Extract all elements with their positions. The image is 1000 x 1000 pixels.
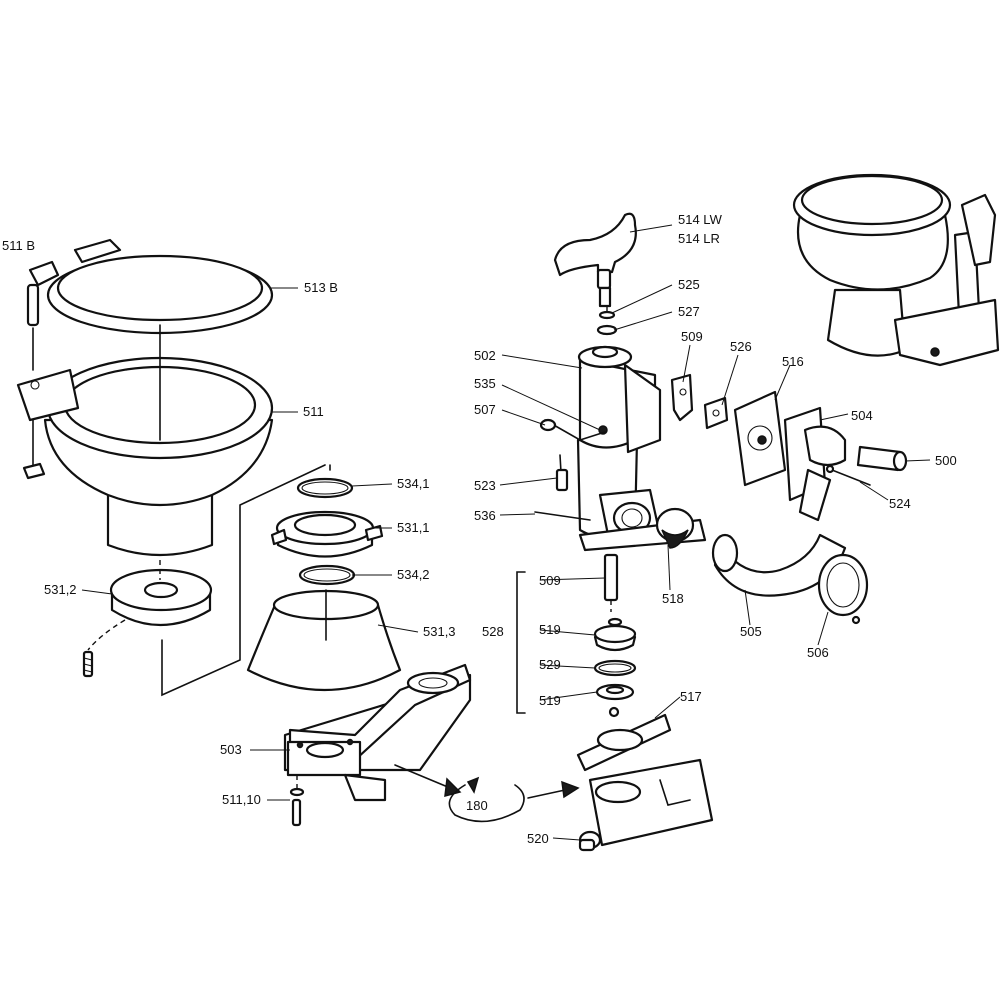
bolt-536 (534, 511, 591, 521)
label-529: 529 (539, 657, 561, 672)
label-514lw: 514 LW (678, 212, 723, 227)
label-502: 502 (474, 348, 496, 363)
label-520: 520 (527, 831, 549, 846)
label-525: 525 (678, 277, 700, 292)
label-513b: 513 B (304, 280, 338, 295)
label-528: 528 (482, 624, 504, 639)
label-504: 504 (851, 408, 873, 423)
label-509-lower: 509 (539, 573, 561, 588)
label-524: 524 (889, 496, 911, 511)
label-511-10: 511,10 (222, 792, 261, 807)
pump-base (588, 758, 714, 847)
part-509-top (670, 373, 694, 422)
label-531-3: 531,3 (423, 624, 456, 639)
label-535: 535 (474, 376, 496, 391)
label-531-1: 531,1 (397, 520, 430, 535)
arrow-to-pump (527, 780, 580, 799)
part-labels: 511 B 513 B 511 531,2 534,1 531,1 534,2 … (2, 212, 957, 846)
inlet-elbow-504 (783, 406, 847, 522)
bowl-511 (16, 324, 274, 557)
valve-plate-516 (733, 390, 787, 487)
label-519-lower: 519 (539, 693, 561, 708)
label-511b: 511 B (2, 238, 35, 253)
label-505: 505 (740, 624, 762, 639)
screw-524 (831, 469, 871, 486)
label-180: 180 (466, 798, 488, 813)
label-517: 517 (680, 689, 702, 704)
label-531-2: 531,2 (44, 582, 77, 597)
rotation-arrow-180 (394, 764, 525, 823)
gasket-526 (703, 396, 729, 430)
part-527 (596, 324, 618, 336)
label-536: 536 (474, 508, 496, 523)
valve-plate-517 (576, 706, 672, 772)
part-525 (598, 310, 616, 320)
label-509-top: 509 (681, 329, 703, 344)
pump-body-502 (576, 345, 662, 539)
bolt-523 (555, 468, 569, 492)
piston-519-upper (593, 617, 637, 652)
label-534-2: 534,2 (397, 567, 430, 582)
adapter-531-1 (270, 510, 384, 558)
pedestal-531-3 (246, 589, 402, 691)
hose-500 (856, 445, 908, 472)
assembly-guide-line (161, 464, 326, 697)
piston-519-lower (595, 683, 635, 701)
label-534-1: 534,1 (397, 476, 430, 491)
base-503 (283, 663, 472, 802)
hose-elbow-505 (711, 533, 847, 597)
label-519-upper: 519 (539, 622, 561, 637)
label-506: 506 (807, 645, 829, 660)
flange-531-2 (109, 560, 213, 626)
assembled-toilet-thumbnail (792, 173, 1000, 367)
drain-plug-520 (578, 830, 602, 852)
ring-529 (593, 659, 637, 677)
label-516: 516 (782, 354, 804, 369)
label-514lr: 514 LR (678, 231, 720, 246)
label-503: 503 (220, 742, 242, 757)
flap-valve-518 (655, 507, 695, 549)
label-526: 526 (730, 339, 752, 354)
clamp-506 (817, 553, 869, 625)
label-527: 527 (678, 304, 700, 319)
label-518: 518 (662, 591, 684, 606)
leader-lines (81, 224, 931, 841)
hinge-511b (26, 260, 60, 371)
pump-handle-514 (553, 212, 637, 308)
label-523: 523 (474, 478, 496, 493)
piston-rod-509 (603, 553, 619, 612)
label-500: 500 (935, 453, 957, 468)
bracket-528 (516, 571, 526, 714)
seat-lid-513b (46, 238, 274, 335)
screw-511-10 (289, 775, 305, 827)
label-511: 511 (303, 404, 324, 419)
screw-left (82, 619, 126, 678)
label-507: 507 (474, 402, 496, 417)
